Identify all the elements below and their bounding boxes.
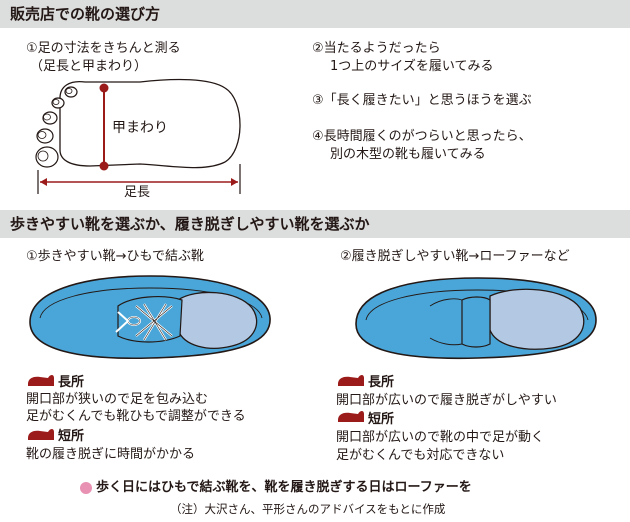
right-con-1: 開口部が広いので靴の中で足が動く xyxy=(336,430,545,445)
right-heading: ②履き脱ぎしやすい靴→ローファーなど xyxy=(340,249,570,264)
length-label: 足長 xyxy=(124,185,151,200)
left-heading: ①歩きやすい靴→ひもで結ぶ靴 xyxy=(26,249,205,264)
tip-1: ①足の寸法をきちんと測る xyxy=(26,41,181,56)
toe-5 xyxy=(64,86,78,98)
left-pro-2: 足がむくんでも靴ひもで調整ができる xyxy=(26,409,246,424)
summary-message: 歩く日にはひもで結ぶ靴を、靴を履き脱ぎする日はローファーを xyxy=(96,480,472,495)
right-cons-label: 短所 xyxy=(368,412,395,427)
tip-4-sub: 別の木型の靴も履いてみる xyxy=(330,147,486,162)
tip-2: ②当たるようだったら xyxy=(312,41,441,56)
left-cons-shoe-icon xyxy=(28,429,54,440)
source-note: （注）大沢さん、平形さんのアドバイスをもとに作成 xyxy=(170,502,446,516)
pink-bullet-icon xyxy=(80,482,92,494)
toe-4 xyxy=(51,97,65,109)
section2-title: 歩きやすい靴を選ぶか、履き脱ぎしやすい靴を選ぶか xyxy=(0,210,630,238)
laced-shoe xyxy=(29,275,271,360)
right-cons-shoe-icon xyxy=(338,411,364,422)
right-con-2: 足がむくんでも対応できない xyxy=(336,448,505,463)
tip-1-sub: （足長と甲まわり） xyxy=(30,59,148,74)
loafer-shoe xyxy=(355,277,597,360)
right-pro-1: 開口部が広いので履き脱ぎがしやすい xyxy=(336,393,557,408)
section1-title: 販売店での靴の選び方 xyxy=(0,0,630,28)
instep-label: 甲まわり xyxy=(112,120,168,136)
left-cons-label: 短所 xyxy=(58,429,85,444)
left-pros-shoe-icon xyxy=(28,375,54,386)
right-pros-label: 長所 xyxy=(368,375,395,390)
toe-2 xyxy=(36,128,54,144)
left-pros-label: 長所 xyxy=(58,375,85,390)
right-pros-shoe-icon xyxy=(338,375,364,386)
left-pro-1: 開口部が狭いので足を包み込む xyxy=(26,392,209,407)
tip-4: ④長時間履くのがつらいと思ったら、 xyxy=(312,129,532,144)
left-con-1: 靴の履き脱ぎに時間がかかる xyxy=(26,447,196,462)
toe-1 xyxy=(35,146,59,168)
tip-2-sub: 1つ上のサイズを履いてみる xyxy=(330,59,494,74)
tip-3: ③「長く履きたい」と思うほうを選ぶ xyxy=(312,93,532,108)
